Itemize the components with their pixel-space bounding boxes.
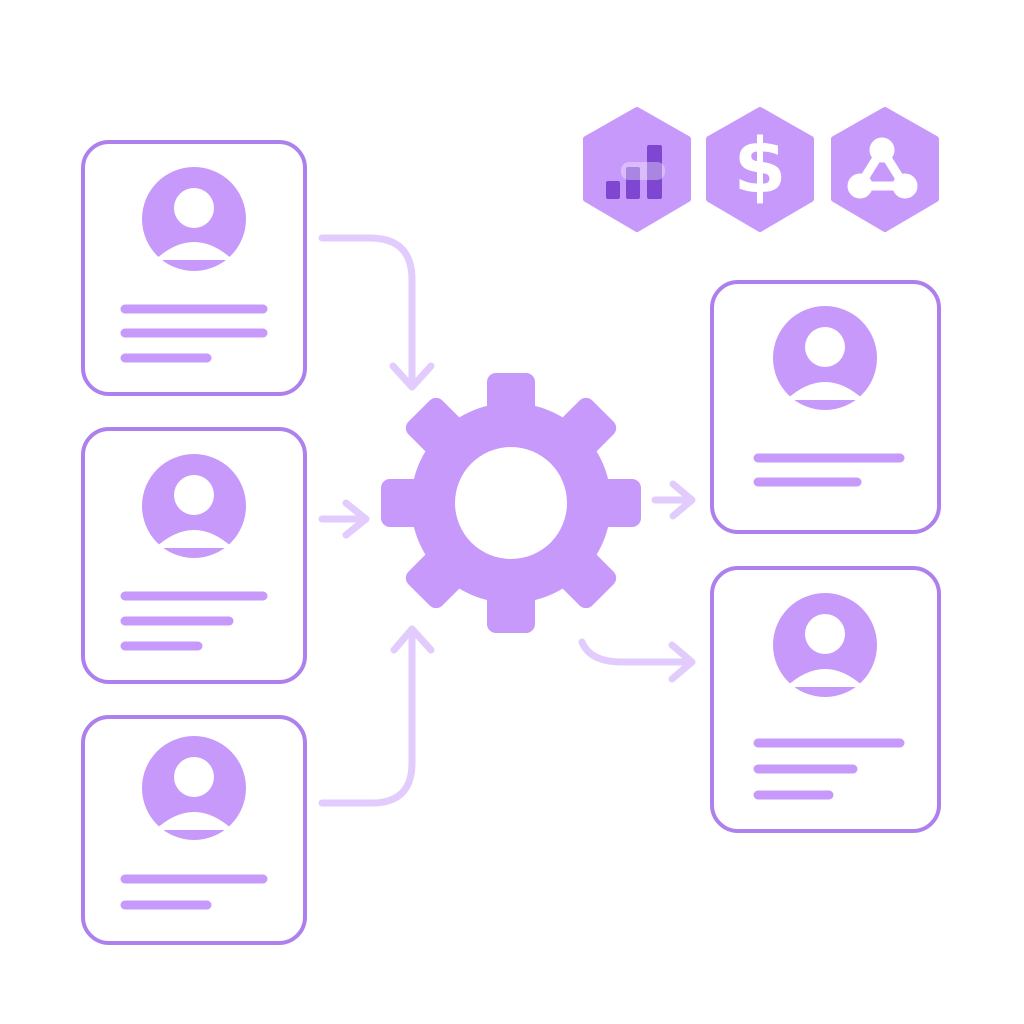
output-profile-2 xyxy=(710,566,941,833)
detail-lines xyxy=(120,304,268,363)
detail-lines xyxy=(120,591,268,651)
arrow-input-3-to-gear xyxy=(318,625,435,807)
input-profile-3 xyxy=(81,715,307,945)
output-profile-1 xyxy=(710,280,941,534)
gear-icon xyxy=(381,373,641,633)
detail-lines xyxy=(753,453,905,487)
person-icon xyxy=(142,736,246,840)
arrow-input-1-to-gear xyxy=(318,234,435,391)
share-network-icon xyxy=(847,137,918,199)
detail-lines xyxy=(120,874,268,910)
arrow-gear-to-output-2 xyxy=(578,638,696,683)
gear-hole xyxy=(455,447,567,559)
analytics-badge xyxy=(583,107,691,232)
bar-chart-icon xyxy=(606,145,665,199)
arrow-input-2-to-gear xyxy=(318,499,370,539)
network-badge xyxy=(831,107,939,232)
person-icon xyxy=(142,167,246,271)
person-icon xyxy=(142,454,246,558)
arrow-gear-to-output-1 xyxy=(651,480,696,520)
input-profile-2 xyxy=(81,427,307,684)
connectors xyxy=(318,234,696,807)
input-profile-1 xyxy=(81,140,307,396)
person-icon xyxy=(773,593,877,697)
currency-badge: $ xyxy=(706,107,814,232)
detail-lines xyxy=(753,738,905,800)
person-icon xyxy=(773,306,877,410)
dollar-icon: $ xyxy=(734,121,787,210)
